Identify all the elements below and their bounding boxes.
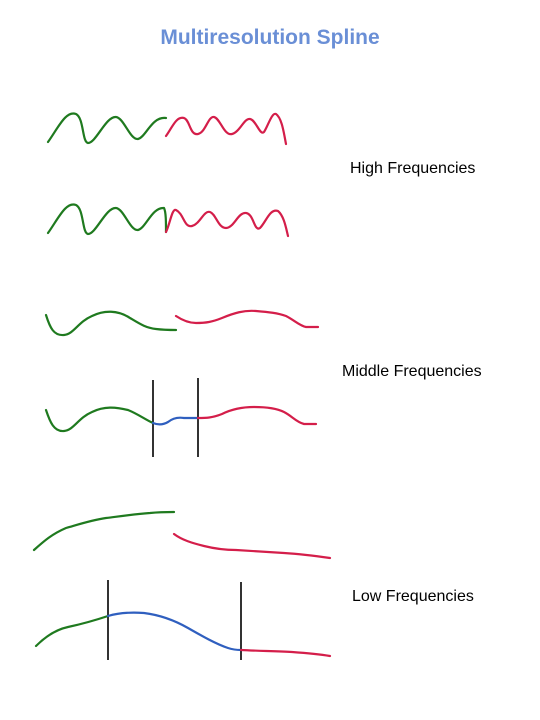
diagram-title: Multiresolution Spline [160, 26, 380, 49]
low-blend-right-signal [239, 648, 332, 658]
high-left-signal [46, 112, 168, 145]
mid-left-signal [44, 310, 178, 337]
mid-blend-left-signal [44, 406, 155, 433]
mid-blend-right-signal [196, 405, 318, 426]
middle-frequencies-separate [44, 309, 320, 337]
high-frequencies-label: High Frequencies [350, 160, 476, 177]
high-blend-left-signal [46, 203, 168, 236]
high-frequencies-separate [46, 112, 288, 146]
middle-frequencies-blended [44, 378, 318, 457]
low-frequencies-label: Low Frequencies [352, 588, 474, 605]
high-frequencies-blended [46, 203, 290, 238]
low-blend-transition [106, 611, 243, 652]
mid-blend-transition [151, 416, 200, 426]
mid-right-signal [174, 309, 320, 329]
low-frequencies-separate [32, 510, 332, 560]
low-right-signal [172, 532, 332, 560]
high-right-signal [164, 112, 288, 146]
low-left-signal [32, 510, 176, 552]
low-frequencies-blended [34, 580, 332, 660]
high-blend-right-signal [164, 208, 290, 238]
low-blend-left-signal [34, 614, 110, 648]
middle-frequencies-label: Middle Frequencies [342, 363, 482, 380]
